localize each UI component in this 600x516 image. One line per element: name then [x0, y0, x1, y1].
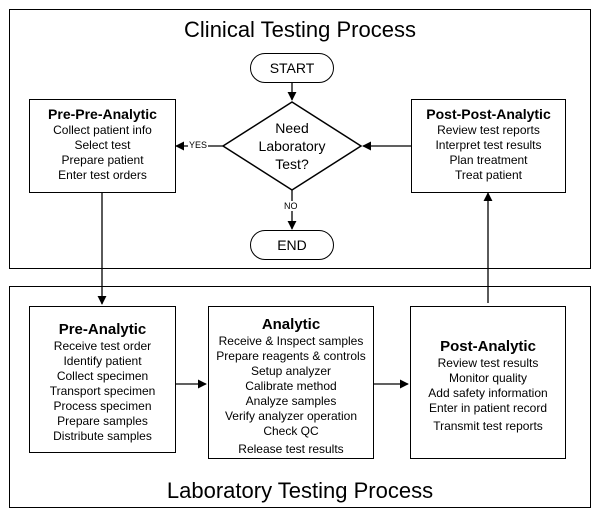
list-item: Receive test order: [53, 339, 152, 353]
list-item: Prepare samples: [57, 414, 148, 428]
clinical-process-title: Clinical Testing Process: [184, 17, 416, 42]
list-item: Select test: [74, 138, 131, 152]
decision-line-2: Laboratory: [258, 138, 326, 154]
list-item: Analyze samples: [245, 394, 337, 408]
end-label: END: [277, 237, 307, 253]
laboratory-process-title: Laboratory Testing Process: [166, 478, 434, 503]
list-item: Enter in patient record: [428, 401, 548, 415]
decision-line-3: Test?: [275, 156, 309, 172]
clinical-process-section: [9, 9, 591, 269]
list-item: Transport specimen: [49, 384, 156, 398]
laboratory-process-section: [9, 286, 591, 508]
list-item: Setup analyzer: [250, 364, 332, 378]
list-item: Enter test orders: [58, 168, 147, 182]
post-analytic-box: Post-Analytic Review test results Monito…: [410, 306, 566, 459]
pre-pre-analytic-box: Pre-Pre-Analytic Collect patient info Se…: [29, 99, 176, 193]
analytic-box: Analytic Receive & Inspect samples Prepa…: [208, 306, 374, 459]
list-item: Collect patient info: [53, 123, 152, 137]
analytic-title: Analytic: [261, 316, 321, 333]
list-item: Prepare reagents & controls: [216, 349, 366, 363]
list-item: Identify patient: [63, 354, 142, 368]
no-label: NO: [283, 201, 299, 211]
pre-analytic-title: Pre-Analytic: [58, 321, 147, 338]
pre-pre-analytic-title: Pre-Pre-Analytic: [48, 106, 157, 122]
decision-line-1: Need: [275, 120, 309, 136]
list-item: Verify analyzer operation: [224, 409, 358, 423]
post-post-analytic-title: Post-Post-Analytic: [426, 106, 551, 122]
list-item: Collect specimen: [56, 369, 149, 383]
list-item: Review test results: [437, 356, 539, 370]
list-item: Check QC: [263, 424, 319, 438]
list-item: Calibrate method: [245, 379, 337, 393]
list-item: Monitor quality: [448, 371, 528, 385]
end-terminal: END: [250, 230, 334, 260]
list-item: Plan treatment: [449, 153, 528, 167]
list-item: Process specimen: [53, 399, 152, 413]
start-label: START: [269, 60, 315, 76]
list-item: Prepare patient: [61, 153, 144, 167]
list-item: Review test reports: [437, 123, 540, 137]
decision-text: Need Laboratory Test?: [245, 119, 339, 173]
post-post-analytic-box: Post-Post-Analytic Review test reports I…: [411, 99, 566, 193]
list-item: Release test results: [238, 442, 344, 456]
post-analytic-title: Post-Analytic: [440, 338, 536, 355]
list-item: Distribute samples: [53, 429, 152, 443]
pre-analytic-box: Pre-Analytic Receive test order Identify…: [29, 306, 176, 453]
list-item: Treat patient: [455, 168, 522, 182]
list-item: Add safety information: [428, 386, 548, 400]
start-terminal: START: [250, 53, 334, 83]
yes-label: YES: [188, 140, 209, 150]
list-item: Transmit test reports: [433, 419, 543, 433]
list-item: Interpret test results: [435, 138, 542, 152]
list-item: Receive & Inspect samples: [218, 334, 364, 348]
